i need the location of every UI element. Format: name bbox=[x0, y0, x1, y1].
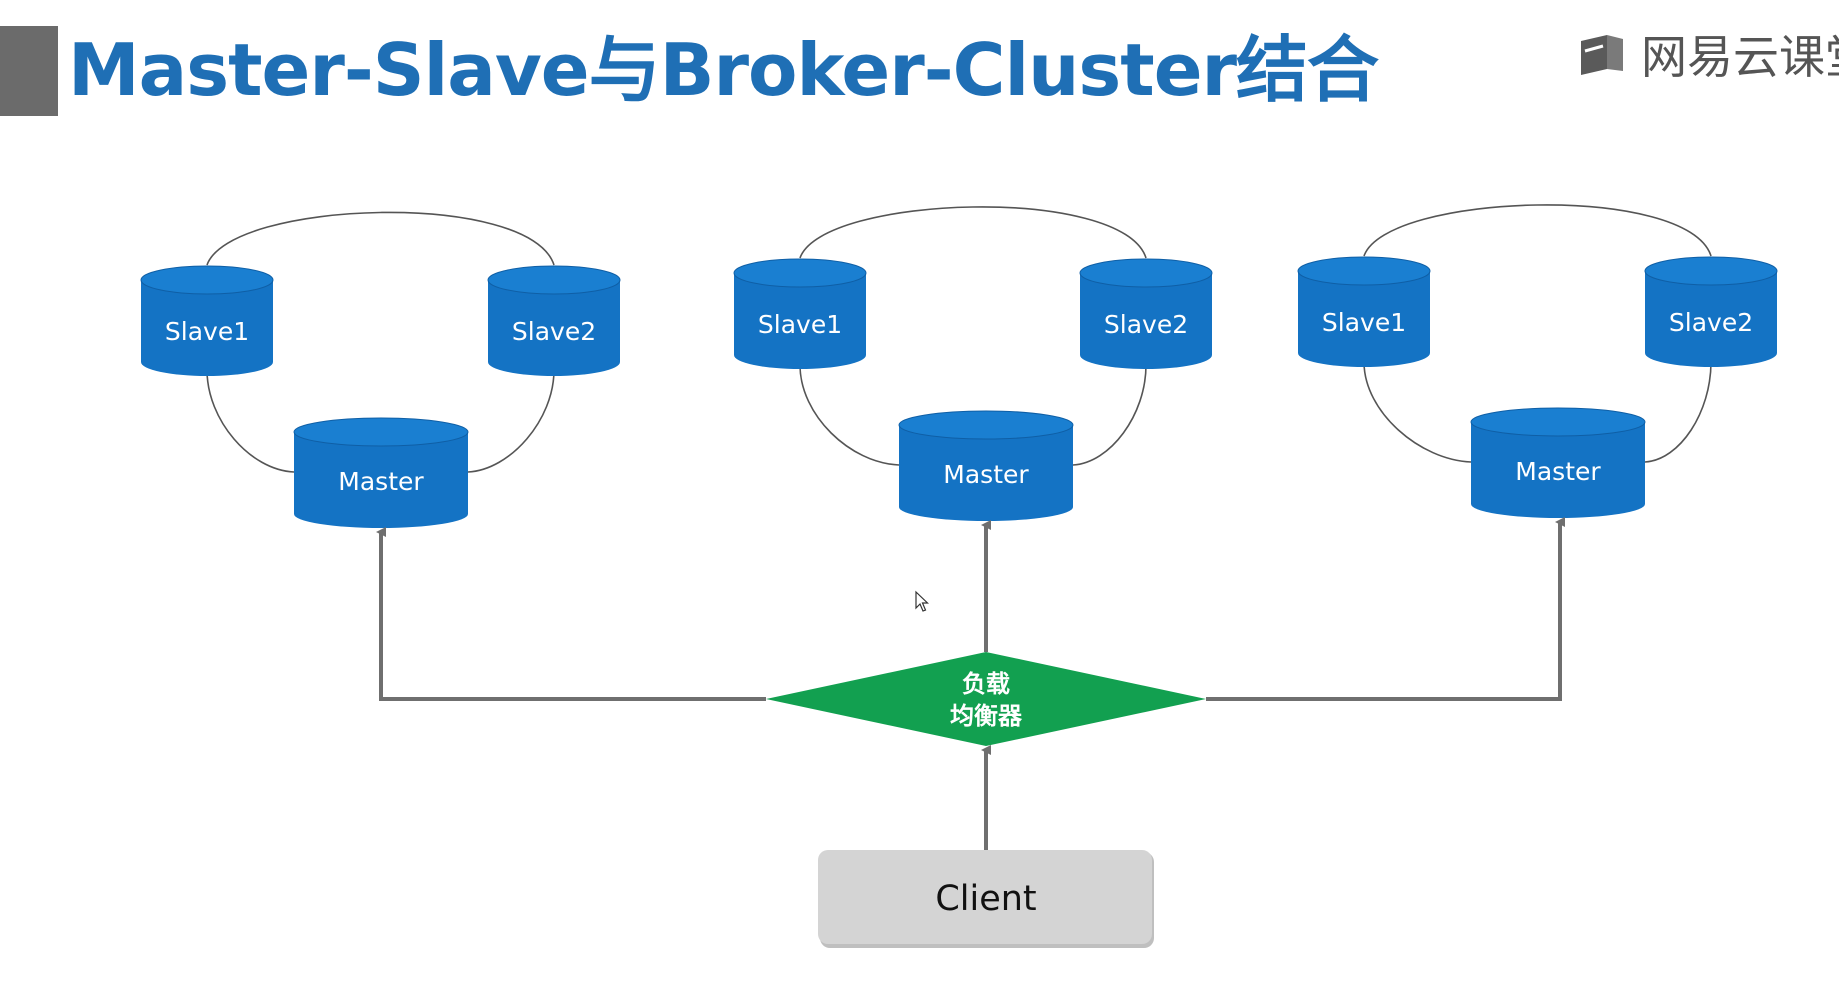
slave1-label: Slave1 bbox=[758, 310, 842, 339]
slave2-master-link bbox=[1644, 361, 1712, 463]
slave1-node[interactable]: Slave1 bbox=[733, 258, 867, 369]
slave2-master-link bbox=[467, 369, 555, 473]
mouse-cursor-icon bbox=[915, 590, 929, 612]
master-label: Master bbox=[943, 460, 1029, 489]
master-label: Master bbox=[1515, 457, 1601, 486]
slave1-master-link bbox=[799, 364, 900, 466]
client-node[interactable]: Client bbox=[818, 850, 1154, 948]
cluster-2: Slave1 Slave2 Master bbox=[733, 206, 1213, 521]
slave-link-arc bbox=[1363, 204, 1712, 257]
slave2-label: Slave2 bbox=[1104, 310, 1188, 339]
slave1-master-link bbox=[1363, 361, 1472, 463]
master-node[interactable]: Master bbox=[1470, 407, 1646, 518]
page-title: Master-Slave与Broker-Cluster结合 bbox=[68, 28, 1379, 112]
master-label: Master bbox=[338, 467, 424, 496]
slave1-master-link bbox=[206, 369, 295, 473]
slave1-label: Slave1 bbox=[165, 317, 249, 346]
master-node[interactable]: Master bbox=[898, 410, 1074, 521]
slave2-label: Slave2 bbox=[1669, 308, 1753, 337]
lb-to-master-1-arrow bbox=[376, 527, 766, 701]
slave-link-arc bbox=[799, 206, 1147, 259]
slave2-node[interactable]: Slave2 bbox=[1644, 256, 1778, 367]
slave2-master-link bbox=[1072, 364, 1147, 466]
brand-logo: 网易云课堂 bbox=[1577, 22, 1839, 86]
slave1-node[interactable]: Slave1 bbox=[140, 265, 274, 376]
slave1-label: Slave1 bbox=[1322, 308, 1406, 337]
slave2-label: Slave2 bbox=[512, 317, 596, 346]
cluster-1: Slave1 Slave2 Master bbox=[140, 211, 621, 528]
slave1-node[interactable]: Slave1 bbox=[1297, 256, 1431, 367]
lb-to-master-3-arrow bbox=[1206, 517, 1565, 701]
load-balancer-node[interactable]: 负载 均衡器 bbox=[766, 652, 1206, 746]
master-node[interactable]: Master bbox=[293, 417, 469, 528]
slave2-node[interactable]: Slave2 bbox=[1079, 258, 1213, 369]
slave2-node[interactable]: Slave2 bbox=[487, 265, 621, 376]
load-balancer-label-line2: 均衡器 bbox=[950, 702, 1023, 730]
load-balancer-label-line1: 负载 bbox=[962, 670, 1010, 698]
brand-name: 网易云课堂 bbox=[1641, 30, 1839, 84]
cluster-3: Slave1 Slave2 Master bbox=[1297, 204, 1778, 518]
book-icon bbox=[1581, 35, 1623, 75]
title-accent-bar bbox=[0, 26, 58, 116]
client-label: Client bbox=[935, 879, 1036, 919]
slave-link-arc bbox=[206, 211, 555, 266]
